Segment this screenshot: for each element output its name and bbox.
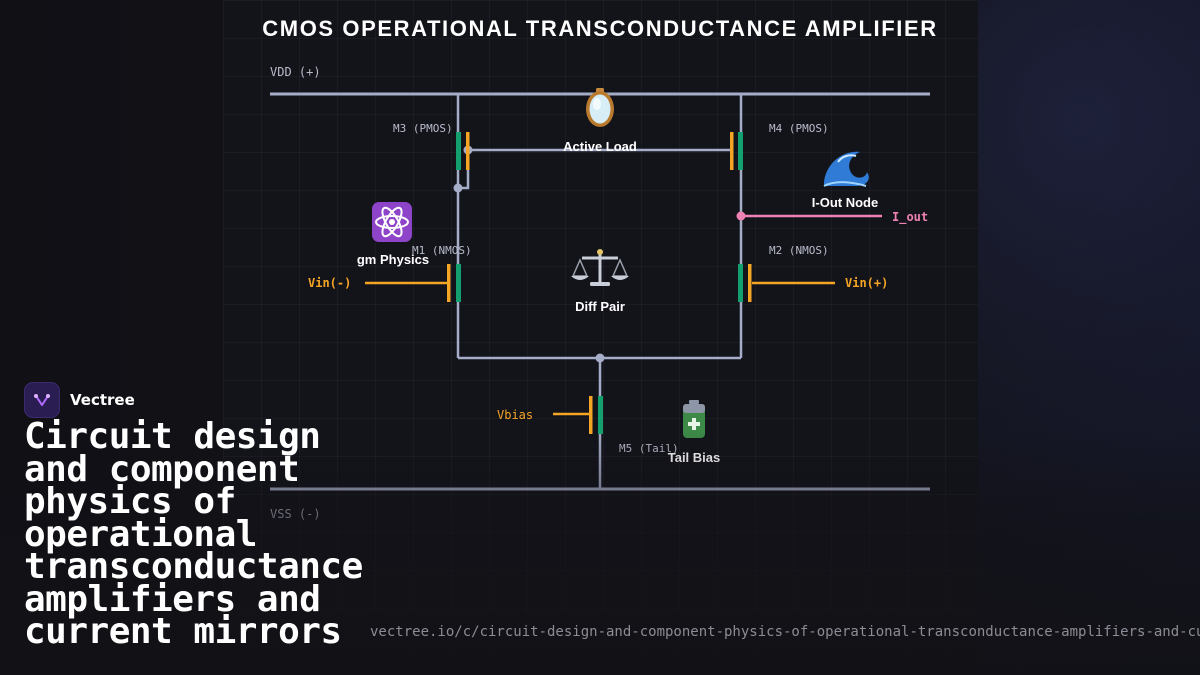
m4-label: M4 (PMOS) bbox=[769, 122, 829, 135]
tail-bias-label: Tail Bias bbox=[668, 450, 721, 465]
m2-channel bbox=[738, 264, 743, 302]
vbias-label: Vbias bbox=[497, 408, 533, 422]
page-url: vectree.io/c/circuit-design-and-componen… bbox=[370, 624, 1200, 640]
atom-icon bbox=[372, 202, 412, 242]
m5-channel bbox=[598, 396, 603, 434]
i-out-label: I_out bbox=[892, 210, 928, 225]
m3-label: M3 (PMOS) bbox=[393, 122, 453, 135]
wave-icon bbox=[823, 151, 869, 187]
m4-channel bbox=[738, 132, 743, 170]
m4-gate bbox=[730, 132, 734, 170]
headline: Circuit design and component physics of … bbox=[24, 416, 363, 652]
brand: Vectree bbox=[24, 382, 135, 418]
m1-gate bbox=[447, 264, 451, 302]
m3-channel bbox=[456, 132, 461, 170]
battery-icon bbox=[683, 400, 705, 438]
m5-gate bbox=[589, 396, 593, 434]
gm-physics-label: gm Physics bbox=[357, 252, 429, 267]
i-out-node-label: I-Out Node bbox=[812, 195, 878, 210]
vin-minus-label: Vin(-) bbox=[308, 276, 351, 290]
m1-label: M1 (NMOS) bbox=[412, 244, 472, 257]
balance-scale-icon bbox=[571, 249, 629, 286]
output-node bbox=[736, 211, 746, 221]
mirror-icon bbox=[586, 88, 614, 127]
vin-plus-label: Vin(+) bbox=[845, 276, 888, 290]
brand-name: Vectree bbox=[70, 391, 135, 409]
m1-channel bbox=[456, 264, 461, 302]
diagram-title: CMOS OPERATIONAL TRANSCONDUCTANCE AMPLIF… bbox=[262, 16, 938, 41]
vdd-label: VDD (+) bbox=[270, 65, 321, 79]
vectree-logo-icon bbox=[24, 382, 60, 418]
active-load-label: Active Load bbox=[563, 139, 637, 154]
diode-junction-node bbox=[453, 183, 463, 193]
m3-gate bbox=[466, 132, 470, 170]
m2-label: M2 (NMOS) bbox=[769, 244, 829, 257]
diff-pair-label: Diff Pair bbox=[575, 299, 625, 314]
m2-gate bbox=[748, 264, 752, 302]
